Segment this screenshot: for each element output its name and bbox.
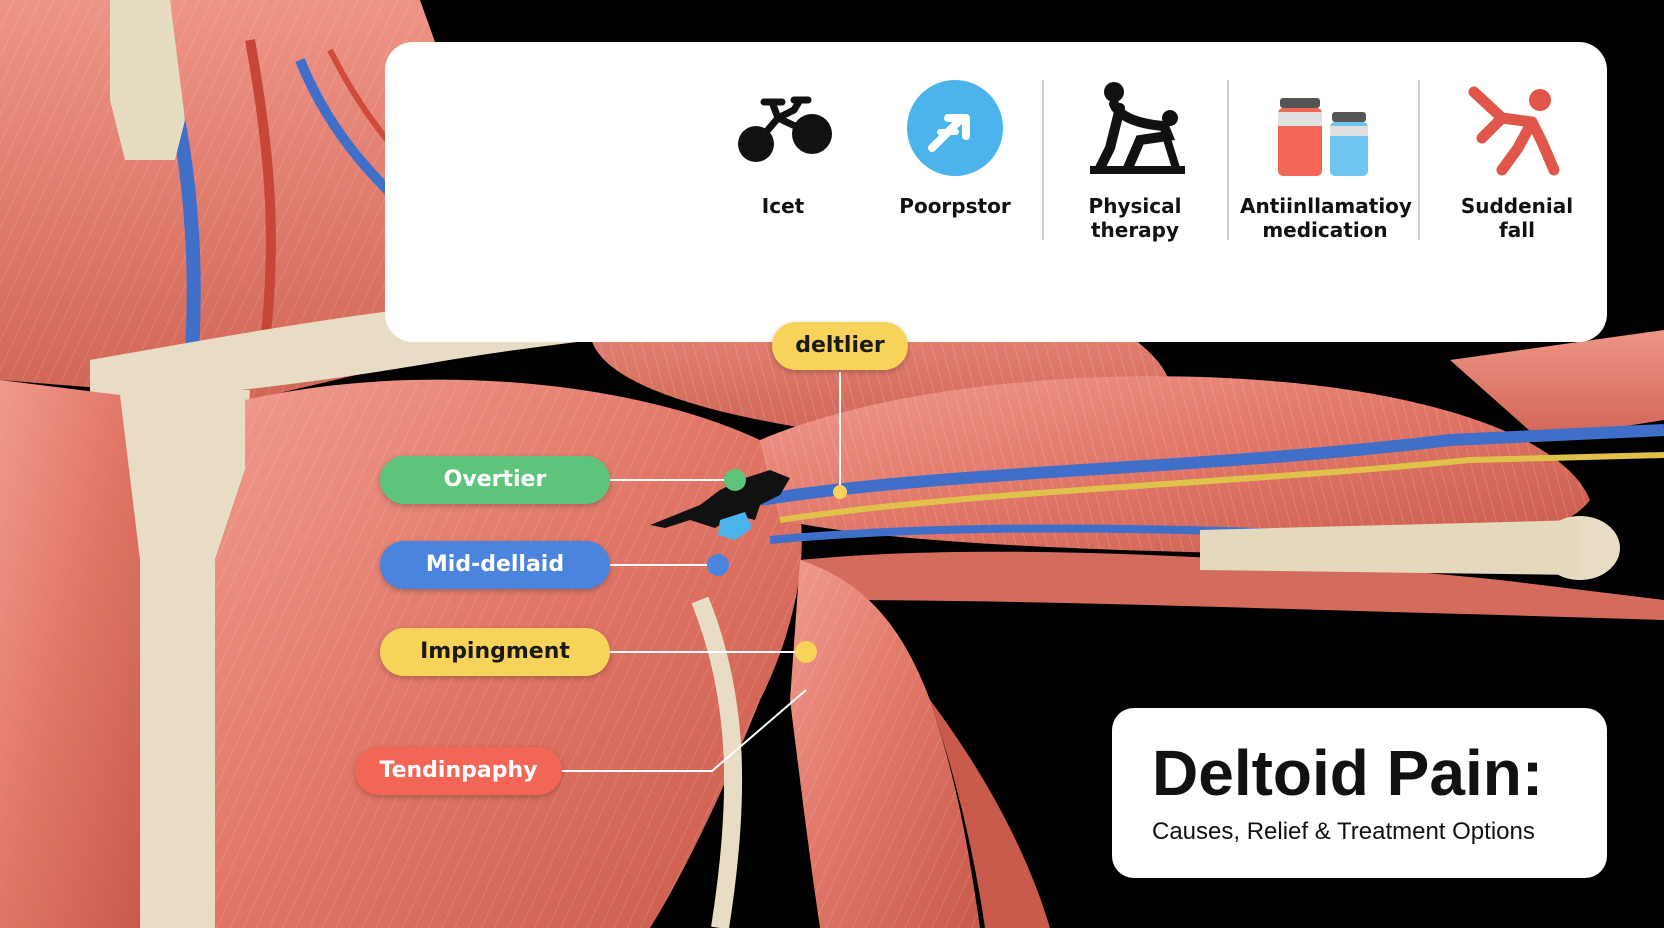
label-deltoid: deltlier (772, 322, 908, 370)
posture-arrow-icon (907, 80, 1003, 176)
page-title: Deltoid Pain: (1152, 737, 1544, 809)
treatment-item-medication: Antiinllamatioy medication (1240, 78, 1412, 242)
separator (1042, 80, 1044, 240)
injury-tear (650, 470, 790, 528)
treatment-label: Icet (761, 194, 805, 218)
treatment-item-icet: Icet (698, 78, 868, 218)
bicycle-icon (738, 96, 832, 162)
treatment-item-posture: Poorpstor (870, 78, 1040, 218)
falling-person-icon (1468, 86, 1560, 176)
separator (1418, 80, 1420, 240)
treatment-label: Antiinllamatioy medication (1240, 194, 1412, 242)
treatment-label: Poorpstor (899, 194, 1011, 218)
overtier-marker (724, 469, 746, 491)
mid-deltoid-marker (707, 554, 729, 576)
physical-therapy-icon (1090, 82, 1185, 174)
label-mid-deltoid: Mid-dellaid (380, 541, 610, 589)
page-subtitle: Causes, Relief & Treatment Options (1152, 818, 1535, 845)
treatment-label: Suddenial fall (1460, 194, 1574, 242)
treatment-item-physical-therapy: Physical therapy (1050, 78, 1220, 242)
label-overtier: Overtier (380, 456, 610, 504)
title-card: Deltoid Pain: Causes, Relief & Treatment… (1112, 708, 1607, 878)
arm-artery (759, 424, 1664, 506)
label-tendinopathy: Tendinpaphy (355, 747, 562, 795)
arm-nerve (779, 452, 1664, 523)
medication-bottles-icon (1278, 98, 1368, 176)
treatment-item-sudden-fall: Suddenial fall (1432, 78, 1602, 242)
deltoid-marker (833, 485, 847, 499)
impingement-marker (795, 641, 817, 663)
forearm-muscle (1450, 330, 1664, 440)
pectoral-muscle (0, 380, 140, 928)
label-impingement: Impingment (380, 628, 610, 676)
separator (1227, 80, 1229, 240)
treatment-options-panel (385, 42, 1607, 342)
trachea (110, 0, 185, 160)
treatment-label: Physical therapy (1088, 194, 1182, 242)
